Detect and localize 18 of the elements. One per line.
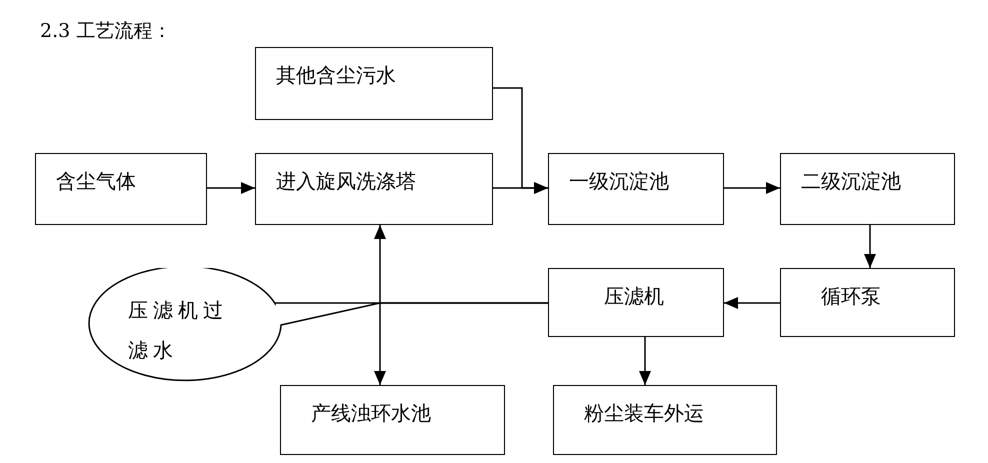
arrow	[724, 182, 780, 194]
process-box: 产线浊环水池	[280, 385, 505, 455]
arrow	[493, 182, 548, 194]
arrow	[864, 225, 876, 268]
arrow	[207, 182, 255, 194]
section-heading: 2.3 工艺流程：	[40, 19, 172, 44]
process-box: 含尘气体	[35, 153, 207, 225]
arrow	[374, 302, 548, 385]
process-box: 一级沉淀池	[548, 153, 724, 225]
arrow	[639, 337, 651, 385]
process-box: 二级沉淀池	[780, 153, 955, 225]
process-box: 粉尘装车外运	[553, 385, 777, 455]
process-box: 其他含尘污水	[255, 47, 493, 120]
callout-text: 压滤机过滤水	[128, 297, 229, 364]
arrow	[724, 297, 780, 309]
process-box: 压滤机	[548, 268, 724, 337]
process-box: 循环泵	[780, 268, 955, 337]
process-box: 进入旋风洗涤塔	[255, 153, 493, 225]
